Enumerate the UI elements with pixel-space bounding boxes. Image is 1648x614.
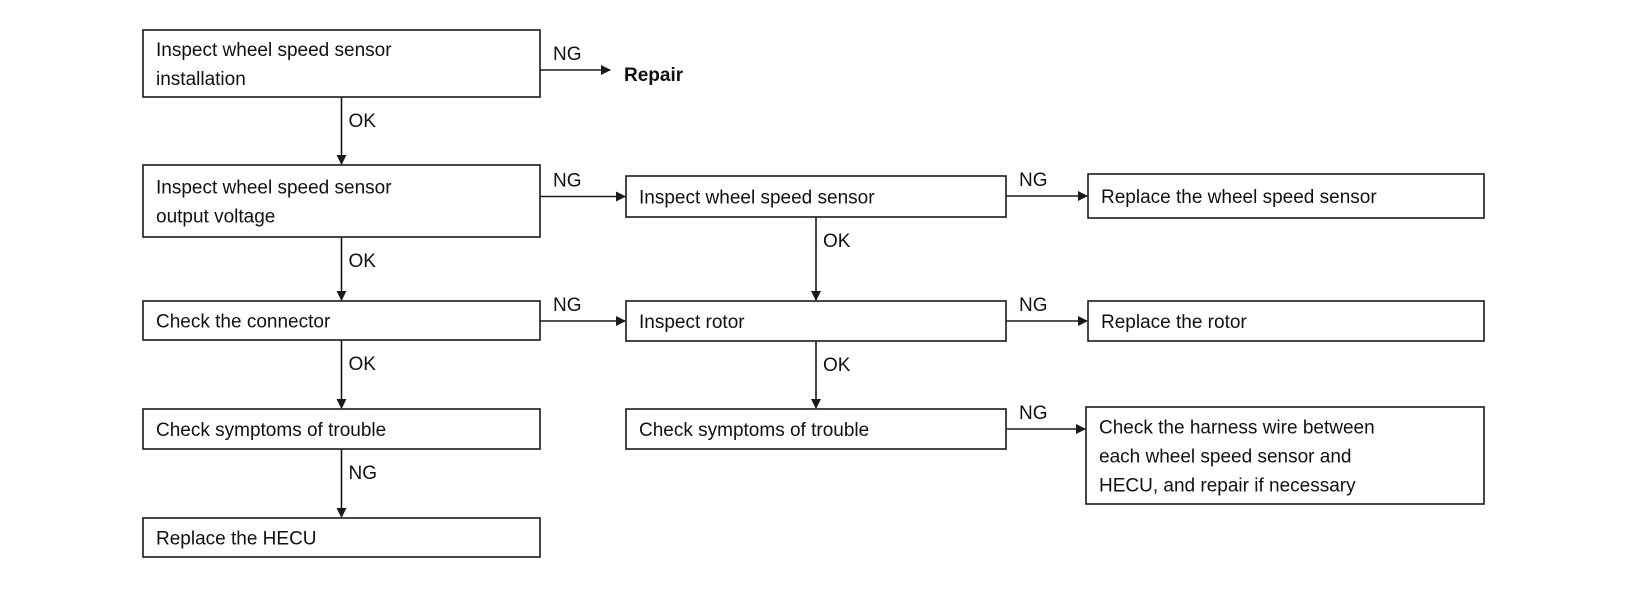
connector-e4: OK	[336, 237, 377, 301]
process-box-border	[142, 408, 541, 450]
process-box-border	[142, 29, 541, 98]
connector-label: OK	[823, 355, 851, 376]
connector-e8: OK	[336, 340, 377, 409]
terminals: Repair	[624, 65, 684, 86]
process-box-text: Inspect rotor	[639, 312, 745, 333]
connector-label: NG	[1019, 403, 1048, 424]
process-box-text: Inspect wheel speed sensor	[639, 188, 875, 209]
connector-e7: NG	[540, 295, 626, 326]
process-box-n5: Replace the HECU	[142, 517, 541, 558]
process-box-n10: Replace the rotor	[1087, 300, 1485, 342]
connector-label: NG	[553, 295, 582, 316]
connector-label: NG	[553, 44, 582, 65]
process-box-n2: Inspect wheel speed sensor output voltage	[142, 164, 541, 238]
process-box-border	[142, 164, 541, 238]
connector-e3: NG	[540, 171, 626, 202]
process-box-text: Check the harness wire between	[1099, 418, 1375, 439]
process-box-border	[1085, 406, 1485, 505]
process-box-n9: Replace the wheel speed sensor	[1087, 173, 1485, 219]
connector-label: OK	[349, 111, 377, 132]
connector-label: OK	[349, 251, 377, 272]
connector-e9: NG	[1006, 295, 1088, 326]
connector-label: OK	[823, 231, 851, 252]
connector-e2: OK	[336, 97, 377, 165]
process-box-text: output voltage	[156, 207, 275, 228]
process-box-n6: Inspect wheel speed sensor	[625, 175, 1007, 218]
process-box-n11: Check the harness wire between each wheel…	[1085, 406, 1485, 505]
connector-e6: OK	[811, 217, 851, 301]
process-box-text: each wheel speed sensor and	[1099, 447, 1351, 468]
process-box-text: Replace the wheel speed sensor	[1101, 187, 1377, 208]
connector-label: NG	[349, 463, 378, 484]
process-box-border	[625, 300, 1007, 342]
connector-e11: NG	[336, 449, 378, 518]
terminal-t1: Repair	[624, 65, 684, 86]
process-box-text: HECU, and repair if necessary	[1099, 476, 1356, 497]
process-box-border	[142, 517, 541, 558]
process-box-border	[625, 175, 1007, 218]
process-box-border	[1087, 173, 1485, 219]
connector-e5: NG	[1006, 170, 1088, 201]
connector-label: NG	[553, 171, 582, 192]
process-box-text: Check the connector	[156, 312, 331, 333]
process-box-text: installation	[156, 69, 246, 90]
process-box-text: Replace the HECU	[156, 529, 317, 550]
connector-label: NG	[1019, 295, 1048, 316]
process-box-text: Check symptoms of trouble	[156, 420, 386, 441]
process-box-border	[1087, 300, 1485, 342]
process-box-n4: Check symptoms of trouble	[142, 408, 541, 450]
connector-e1: NG	[540, 44, 611, 75]
process-box-n1: Inspect wheel speed sensor installation	[142, 29, 541, 98]
process-box-n3: Check the connector	[142, 300, 541, 341]
process-box-border	[625, 408, 1007, 450]
connector-e10: OK	[811, 341, 851, 409]
connector-label: OK	[349, 354, 377, 375]
connector-label: NG	[1019, 170, 1048, 191]
process-box-n8: Check symptoms of trouble	[625, 408, 1007, 450]
connector-e12: NG	[1006, 403, 1086, 434]
connectors: NG OK NG OK NG OK NG OK NG OK NG NG	[336, 44, 1088, 518]
process-box-border	[142, 300, 541, 341]
process-boxes: Inspect wheel speed sensorinstallationIn…	[142, 29, 1485, 558]
process-box-text: Replace the rotor	[1101, 312, 1247, 333]
process-box-text: Inspect wheel speed sensor	[156, 178, 392, 199]
process-box-text: Check symptoms of trouble	[639, 420, 869, 441]
process-box-text: Inspect wheel speed sensor	[156, 40, 392, 61]
process-box-n7: Inspect rotor	[625, 300, 1007, 342]
